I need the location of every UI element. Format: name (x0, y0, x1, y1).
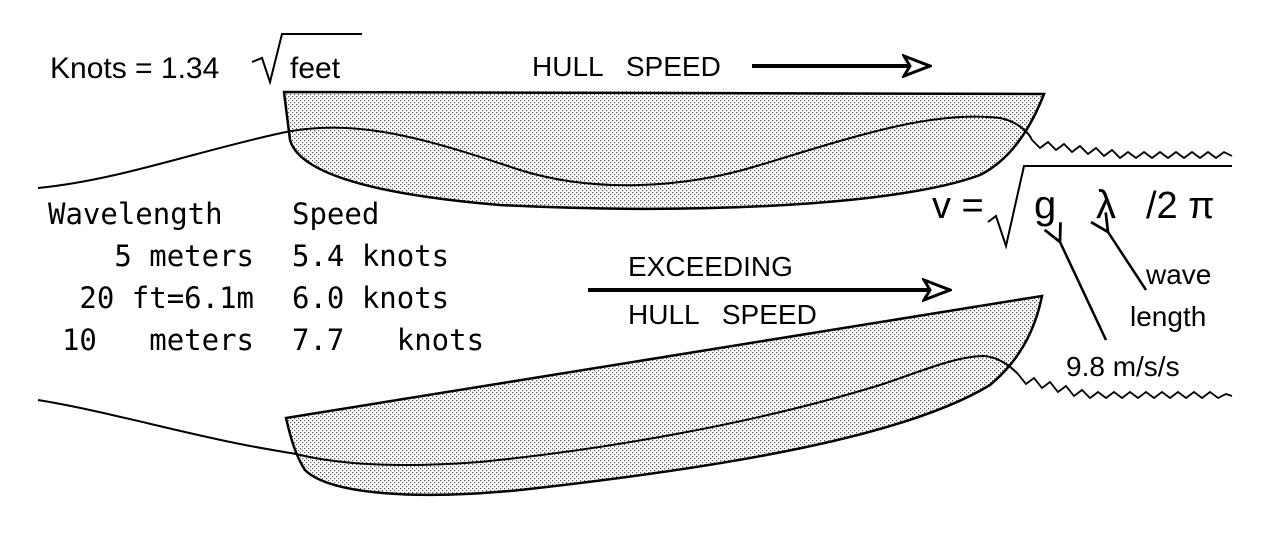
table-cell-wavelength-1: 5 meters (114, 239, 254, 273)
top-wave-inside-hull (285, 115, 1033, 187)
wave-formula-lambda: λ (1096, 183, 1116, 227)
wave-formula-g: g (1034, 183, 1056, 227)
exceeding-label: EXCEEDING (628, 251, 793, 282)
gravity-arrow (1060, 242, 1108, 341)
bottom-wave-right (1017, 373, 1233, 400)
wave-formula-rest: /2 π (1146, 185, 1214, 227)
bottom-hull (284, 294, 1044, 497)
knots-formula-radicand: feet (290, 52, 341, 85)
hull-speed-label-bottom: HULL SPEED (628, 299, 817, 330)
annotation-wave: wave (1145, 259, 1211, 290)
wave-length-arrow (1108, 232, 1148, 291)
top-wave-left (37, 131, 287, 189)
bottom-wave-left (37, 399, 297, 455)
wave-formula-lhs: v = (932, 185, 984, 227)
hull-speed-label-top: HULL SPEED (532, 51, 721, 82)
table-header-speed: Speed (292, 197, 379, 231)
table-cell-wavelength-2: 20 ft=6.1m (79, 281, 254, 315)
table-cell-speed-3: 7.7 knots (292, 323, 484, 357)
top-hull (282, 90, 1046, 210)
table-cell-speed-2: 6.0 knots (292, 281, 449, 315)
table-header-wavelength: Wavelength (48, 197, 223, 231)
table-cell-wavelength-3: 10 meters (62, 323, 254, 357)
knots-formula-prefix: Knots = 1.34 (50, 52, 219, 85)
table-cell-speed-1: 5.4 knots (292, 239, 449, 273)
sqrt-sign (251, 33, 362, 86)
wave-sqrt-sign (987, 165, 1232, 250)
annotation-length: length (1130, 301, 1206, 332)
top-wave-right (1031, 139, 1233, 160)
bottom-wave-inside-hull (295, 354, 1019, 467)
annotation-gravity: 9.8 m/s/s (1066, 351, 1180, 382)
